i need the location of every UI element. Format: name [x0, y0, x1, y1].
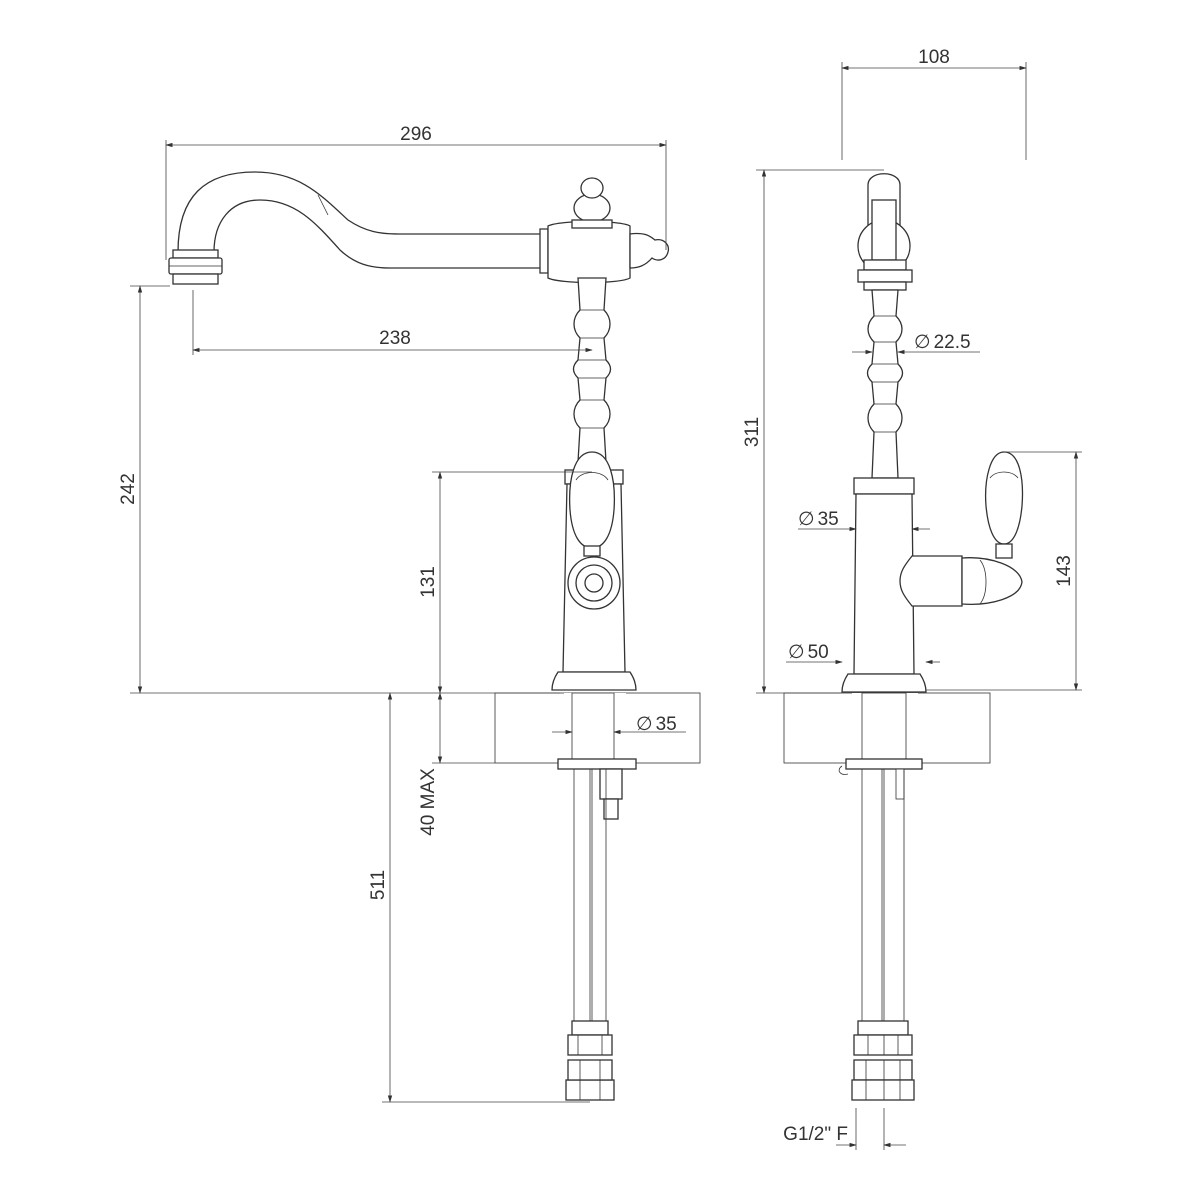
front-body — [551, 451, 637, 691]
front-underdeck — [557, 692, 637, 1101]
dim-body-dia-side-value: 35 — [818, 509, 839, 530]
dim-deck-thickness: 40 MAX — [418, 768, 439, 836]
front-head — [539, 177, 670, 284]
dim-depth: 108 — [918, 47, 950, 68]
dim-base-dia-value: 50 — [808, 642, 829, 663]
front-dimensions: 296 238 242 131 40 MAX 511 — [118, 124, 686, 1103]
dim-neck-dia: ∅22.5 — [914, 332, 971, 353]
dim-handle-height: 143 — [1054, 555, 1075, 587]
diameter-symbol: ∅ — [914, 332, 931, 353]
dim-body-dia-below: ∅35 — [636, 714, 677, 735]
front-spout — [168, 171, 540, 285]
side-stem — [866, 289, 904, 479]
dim-total-height: 311 — [742, 417, 763, 447]
dim-hose-length: 511 — [368, 870, 389, 900]
front-stem — [572, 277, 612, 463]
dim-body-height: 131 — [418, 566, 439, 598]
dim-spout-reach: 296 — [400, 124, 432, 145]
dim-neck-dia-value: 22.5 — [934, 332, 971, 353]
dim-connection: G1/2" F — [783, 1124, 848, 1145]
side-underdeck — [838, 692, 923, 1101]
diameter-symbol: ∅ — [788, 642, 805, 663]
dim-spout-offset: 238 — [379, 328, 411, 349]
diameter-symbol: ∅ — [798, 509, 815, 530]
dim-spout-height: 242 — [118, 473, 139, 505]
diameter-symbol: ∅ — [636, 714, 653, 735]
dim-body-dia-side: ∅35 — [798, 509, 839, 530]
side-view: 108 311 ∅22.5 ∅35 ∅50 143 — [742, 47, 1082, 1150]
dim-base-dia: ∅50 — [788, 642, 829, 663]
side-spout-head — [857, 173, 913, 291]
side-countertop-section — [783, 692, 991, 764]
front-view: 296 238 242 131 40 MAX 511 — [118, 124, 701, 1103]
side-body — [841, 451, 1024, 693]
dim-body-dia-below-value: 35 — [656, 714, 677, 735]
side-dimensions: 108 311 ∅22.5 ∅35 ∅50 143 — [742, 47, 1082, 1150]
